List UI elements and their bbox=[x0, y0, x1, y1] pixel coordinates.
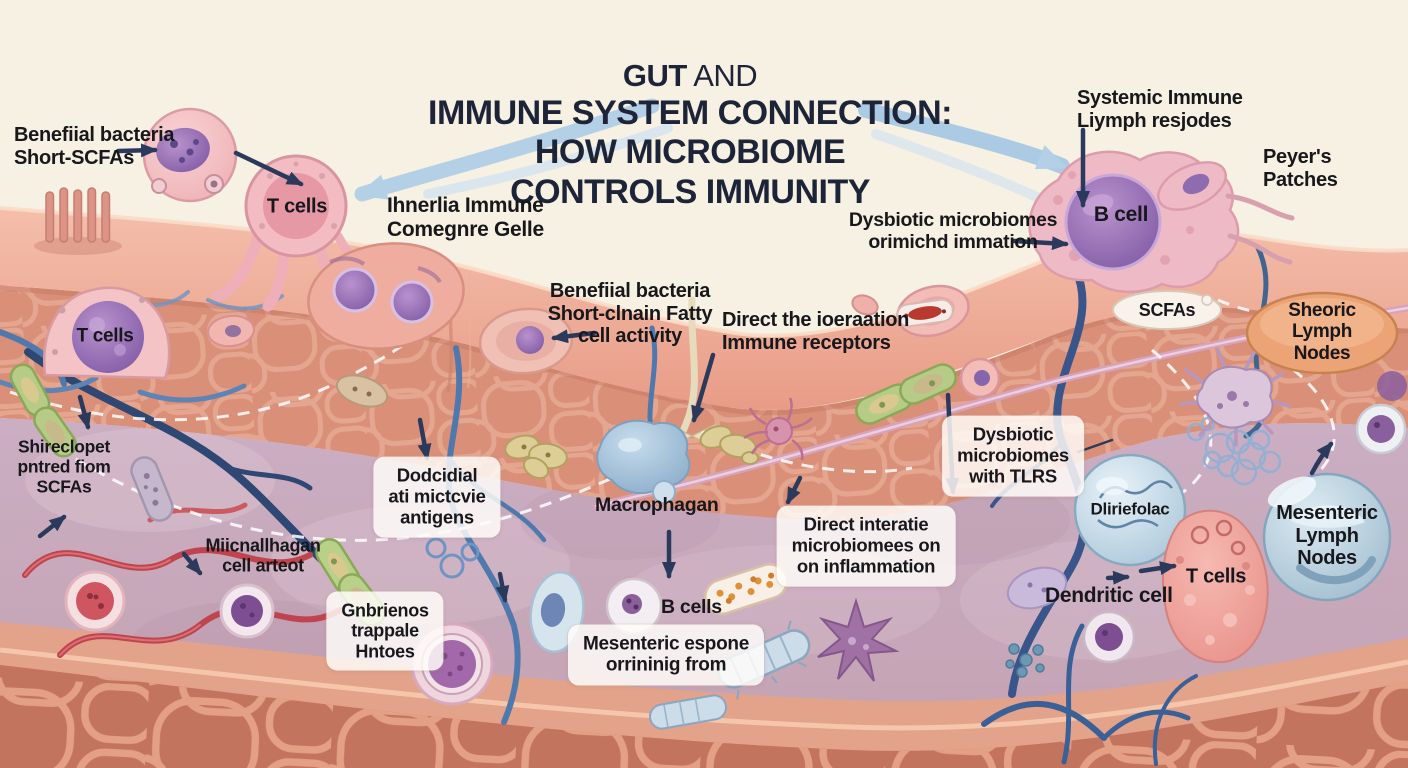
label-innate-immune-cells: Ihnerlia Immune Comegnre Gelle bbox=[387, 194, 544, 241]
label-macrophage-left: Miicnallhagan cell arteot bbox=[205, 535, 321, 576]
label-dendritic-cell: Dendritic cell bbox=[1045, 584, 1173, 607]
label-macrophage: Macrophagan bbox=[595, 494, 719, 516]
epithelial-immune-cell bbox=[307, 242, 465, 350]
label-dliriefolac: Dliriefolac bbox=[1090, 499, 1170, 519]
orange-dotted-capsule bbox=[703, 563, 789, 615]
title-line-4: CONTROLS IMMUNITY bbox=[510, 172, 870, 211]
label-scfas: SCFAs bbox=[1138, 299, 1196, 320]
label-b-cell: B cell bbox=[1093, 203, 1149, 227]
label-t-cells-top: T cells bbox=[266, 195, 328, 218]
title-line-2: IMMUNE SYSTEM CONNECTION: bbox=[428, 93, 952, 132]
label-mesenteric-response: Mesenteric espone orrininig from bbox=[568, 624, 764, 686]
label-gnbrienos: Gnbrienos trappale Hntoes bbox=[326, 591, 444, 671]
label-beneficial-bacteria-mid: Benefiial bacteria Short-clnain Fatty ce… bbox=[547, 280, 713, 348]
red-capsule-bacterium bbox=[896, 298, 954, 328]
mesenteric-node-sphere bbox=[1262, 472, 1392, 602]
label-b-cells-mid: B cells bbox=[661, 596, 722, 618]
bottom-gut-wall bbox=[0, 622, 1408, 768]
t-cell-blob-right bbox=[1161, 509, 1269, 664]
dendritic-cell-body bbox=[1179, 348, 1291, 447]
blue-sphere-cell bbox=[1073, 453, 1187, 567]
label-sheoric-lymph-nodes: Sheoric Lymph Nodes bbox=[1288, 299, 1356, 364]
swoosh-arrow-left-icon bbox=[354, 98, 673, 202]
label-systemic-immune: Systemic Immune Liymph resjodes bbox=[1077, 87, 1243, 132]
segmented-bacterium-2 bbox=[649, 694, 727, 730]
label-dysbiotic-top: Dysbiotic microbiomes orimichd immation bbox=[848, 208, 1058, 253]
label-immune-receptors: Direct the ioeraation Immune receptors bbox=[722, 309, 910, 354]
t-cell-left bbox=[42, 286, 171, 380]
label-beneficial-bacteria-top: Benefiial bacteria Short-SCFAs bbox=[14, 124, 175, 169]
teal-dot-cluster bbox=[1005, 643, 1045, 678]
small-nucleus bbox=[225, 325, 241, 337]
tan-speckled-oval bbox=[335, 374, 389, 408]
page-title: GUT AND IMMUNE SYSTEM CONNECTION: HOW MI… bbox=[428, 58, 952, 212]
spider-microbe bbox=[743, 397, 813, 461]
speck bbox=[366, 391, 372, 397]
macrophage-cell bbox=[596, 419, 691, 504]
label-t-cells-left: T cells bbox=[76, 325, 134, 347]
lymph-node-orange bbox=[1245, 291, 1399, 375]
immune-cell bbox=[142, 107, 238, 203]
microbe-mesh bbox=[1186, 416, 1282, 486]
speck bbox=[352, 386, 358, 392]
purple-star-microbe bbox=[817, 597, 900, 682]
epithelial-cell bbox=[478, 307, 574, 375]
label-microbial-antigens: Dodcidial ati mictcvie antigens bbox=[373, 456, 501, 538]
title-gut: GUT bbox=[622, 58, 687, 93]
label-direct-inflammation: Direct interatie microbiomees on on infl… bbox=[776, 505, 956, 587]
villi-icon bbox=[34, 187, 122, 255]
title-line-3: HOW MICROBIOME bbox=[534, 133, 846, 172]
label-peyers-patches: Peyer's Patches bbox=[1263, 146, 1338, 191]
label-dysbiotic-tlrs: Dysbiotic microbiomes with TLRS bbox=[942, 415, 1084, 497]
label-t-cells-right: T cells bbox=[1185, 565, 1247, 588]
title-line-1: GUT AND bbox=[428, 58, 952, 94]
yellow-microbes bbox=[504, 425, 759, 480]
scfa-oval bbox=[1112, 290, 1222, 330]
title-and: AND bbox=[686, 58, 758, 93]
label-shireclopet-scfas: Shireclopet pntred fiom SCFAs bbox=[17, 436, 111, 496]
label-mesenteric-lymph-nodes: Mesenteric Lymph Nodes bbox=[1276, 502, 1378, 570]
speckled-bacterium bbox=[130, 456, 174, 522]
